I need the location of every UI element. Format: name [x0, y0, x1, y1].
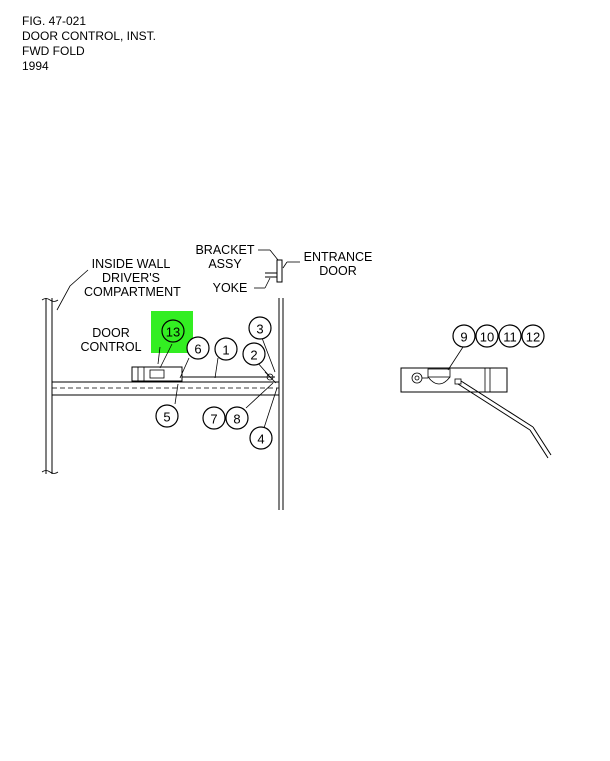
callout-8[interactable]: 8 — [225, 406, 249, 430]
assembly-side-view — [400, 346, 552, 459]
callout-1-label: 1 — [222, 343, 229, 358]
inside-wall-line-3: COMPARTMENT — [84, 285, 181, 299]
callout-2[interactable]: 2 — [242, 342, 266, 366]
figure-title: DOOR CONTROL, INST. — [22, 29, 157, 43]
entrance-line-2: DOOR — [319, 264, 357, 278]
bracket-line-2: ASSY — [208, 257, 242, 271]
entrance-door-label: ENTRANCE DOOR — [300, 250, 376, 278]
inside-wall-line-2: DRIVER'S — [102, 271, 160, 285]
callout-9[interactable]: 9 — [452, 324, 476, 348]
callout-11-label: 11 — [503, 330, 517, 345]
callout-12[interactable]: 12 — [521, 324, 545, 348]
callout-10[interactable]: 10 — [475, 324, 499, 348]
figure-number: FIG. 47-021 — [22, 14, 87, 28]
callout-3[interactable]: 3 — [248, 316, 272, 340]
inside-wall-line-1: INSIDE WALL — [91, 257, 171, 271]
bracket-yoke-detail — [254, 249, 300, 289]
callout-6[interactable]: 6 — [186, 336, 210, 360]
highlight-callout-13[interactable] — [151, 311, 193, 353]
callout-1[interactable]: 1 — [214, 337, 238, 361]
callout-2-label: 2 — [250, 348, 257, 363]
door-control-unit — [131, 366, 277, 384]
callout-7[interactable]: 7 — [202, 406, 226, 430]
callout-8-label: 8 — [233, 412, 240, 427]
door-control-label: DOOR CONTROL — [78, 326, 144, 354]
callout-10-label: 10 — [480, 330, 494, 345]
callout-6-label: 6 — [194, 342, 201, 357]
callout-13[interactable]: 13 — [161, 319, 185, 343]
inside-wall-label: INSIDE WALL DRIVER'S COMPARTMENT — [84, 257, 181, 299]
yoke-label: YOKE — [212, 281, 248, 295]
callout-9-label: 9 — [460, 330, 467, 345]
inside-wall-left — [41, 298, 59, 474]
callout-4[interactable]: 4 — [249, 426, 273, 450]
figure-subtitle: FWD FOLD — [22, 44, 85, 58]
bracket-line-1: BRACKET — [195, 243, 255, 257]
entrance-line-1: ENTRANCE — [303, 250, 373, 264]
door-control-line-2: CONTROL — [80, 340, 142, 354]
callout-3-label: 3 — [256, 322, 263, 337]
door-control-line-1: DOOR — [92, 326, 130, 340]
entrance-door-panel — [278, 298, 284, 510]
callout-12-label: 12 — [526, 330, 540, 345]
bracket-assy-label: BRACKET ASSY — [192, 243, 258, 271]
callout-13-label: 13 — [166, 325, 180, 340]
callout-5-label: 5 — [163, 410, 170, 425]
control-rail — [52, 381, 279, 396]
figure-year: 1994 — [22, 59, 49, 73]
leader-lines — [56, 269, 278, 429]
callout-4-label: 4 — [257, 432, 264, 447]
callout-7-label: 7 — [210, 412, 217, 427]
callout-11[interactable]: 11 — [498, 324, 522, 348]
callout-5[interactable]: 5 — [155, 404, 179, 428]
